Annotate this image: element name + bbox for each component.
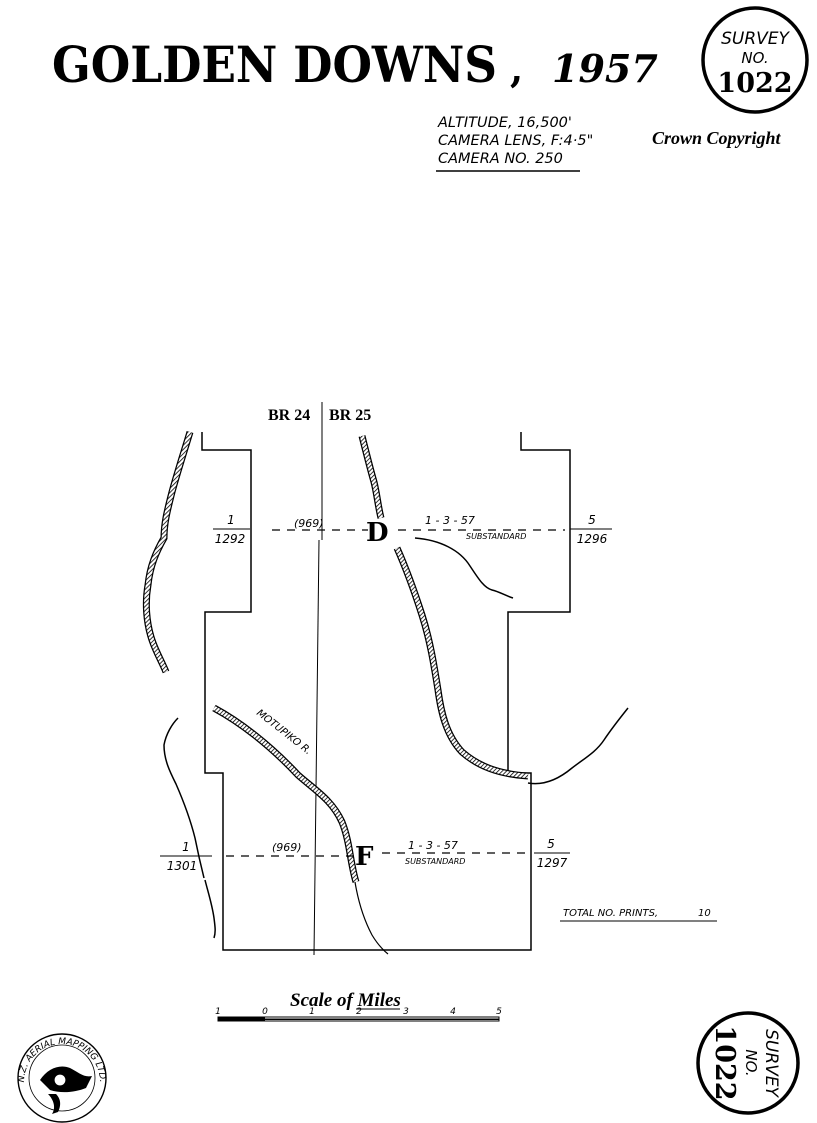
copyright-text: Crown Copyright (652, 128, 782, 148)
stamp-circle (696, 1011, 800, 1115)
motupiko-river (212, 706, 359, 883)
scale-tick-label: 2 (356, 1007, 362, 1017)
scale-tick-label: 1 (215, 1007, 221, 1017)
spec-camera: CAMERA NO. 250 (438, 151, 563, 167)
stream-northeast (414, 537, 514, 599)
run-d-date: 1 - 3 - 57 (425, 514, 475, 527)
river-north (359, 435, 384, 519)
stamp-number: 1022 (709, 1025, 740, 1100)
stamp-survey-label: SURVEY (721, 29, 790, 49)
run-f-start-bottom: 1301 (167, 859, 198, 873)
title-block: GOLDEN DOWNS , 1957 (52, 35, 658, 94)
stamp-no-label: NO. (741, 49, 768, 67)
total-prints-value: 10 (698, 908, 711, 919)
scale-bar-mid (265, 1018, 499, 1020)
scale-tick-label: 4 (450, 1007, 456, 1017)
scale-tick-label: 0 (262, 1007, 268, 1017)
scale-tick-label: 5 (496, 1007, 502, 1017)
sheet-boundary (313, 539, 320, 956)
scale-title: Scale of Miles (290, 990, 401, 1011)
run-f-start-top: 1 (182, 840, 190, 854)
total-prints: TOTAL NO. PRINTS, 10 (560, 908, 717, 922)
scale-bar: Scale of Miles 1 0 1 2 3 4 5 (215, 990, 502, 1022)
run-f-letter: F (355, 842, 374, 872)
run-d-start-top: 1 (227, 513, 235, 527)
logo-map-icon (48, 1094, 61, 1114)
logo-lens-icon (53, 1073, 67, 1087)
logo-outer-ring (17, 1033, 107, 1123)
scale-tick-label: 3 (403, 1007, 409, 1017)
scale-tick-label: 1 (309, 1007, 315, 1017)
survey-stamp-top: SURVEY NO. 1022 (701, 6, 809, 114)
flight-run-f: F (969) 1 - 3 - 57 SUBSTANDARD 1 1301 5 … (160, 837, 570, 873)
sheet-label-left: BR 24 (268, 407, 310, 424)
run-d-quality: SUBSTANDARD (466, 532, 526, 541)
stream-west-lower (204, 879, 216, 939)
flight-run-d: D (969) 1 - 3 - 57 SUBSTANDARD 1 1292 5 … (213, 513, 612, 548)
spec-lens: CAMERA LENS, F:4·5" (438, 133, 593, 149)
run-f-height: (969) (272, 841, 302, 854)
coverage-outline (201, 432, 571, 951)
survey-stamp-bottom: SURVEY NO. 1022 (696, 1011, 800, 1115)
stream-east (527, 707, 629, 785)
run-f-quality: SUBSTANDARD (405, 857, 465, 866)
scale-bar-fill (218, 1017, 265, 1021)
total-prints-label: TOTAL NO. PRINTS, (563, 908, 658, 919)
run-d-start-bottom: 1292 (215, 532, 246, 546)
stamp-no-label: NO. (742, 1049, 760, 1076)
map-year: 1957 (552, 46, 658, 91)
flight-map: BR 24 BR 25 D (969) 1 - 3 - 57 SUBSTANDA… (142, 402, 717, 956)
spec-altitude: ALTITUDE, 16,500' (437, 115, 572, 131)
logo-inner-ring (28, 1044, 96, 1112)
river-east (394, 547, 529, 779)
run-d-height: (969) (294, 517, 324, 530)
map-title: GOLDEN DOWNS (52, 35, 497, 94)
run-d-end-bottom: 1296 (577, 532, 608, 546)
run-f-end-bottom: 1297 (537, 856, 568, 870)
stamp-number: 1022 (717, 68, 792, 99)
run-d-letter: D (366, 518, 389, 548)
camera-specs: ALTITUDE, 16,500' CAMERA LENS, F:4·5" CA… (436, 115, 782, 172)
run-f-date: 1 - 3 - 57 (408, 839, 458, 852)
river-label: MOTUPIKO R. (254, 708, 313, 758)
stream-south (354, 881, 389, 955)
stamp-survey-label: SURVEY (761, 1029, 781, 1098)
river-west (144, 431, 193, 673)
run-f-end-top: 5 (547, 837, 555, 851)
company-logo: N.Z. AERIAL MAPPING LTD. (17, 1033, 107, 1123)
run-d-end-top: 5 (588, 513, 596, 527)
stream-west (163, 717, 205, 879)
sheet-label-right: BR 25 (329, 407, 371, 424)
stamp-circle (701, 6, 809, 114)
title-separator: , (510, 46, 523, 91)
